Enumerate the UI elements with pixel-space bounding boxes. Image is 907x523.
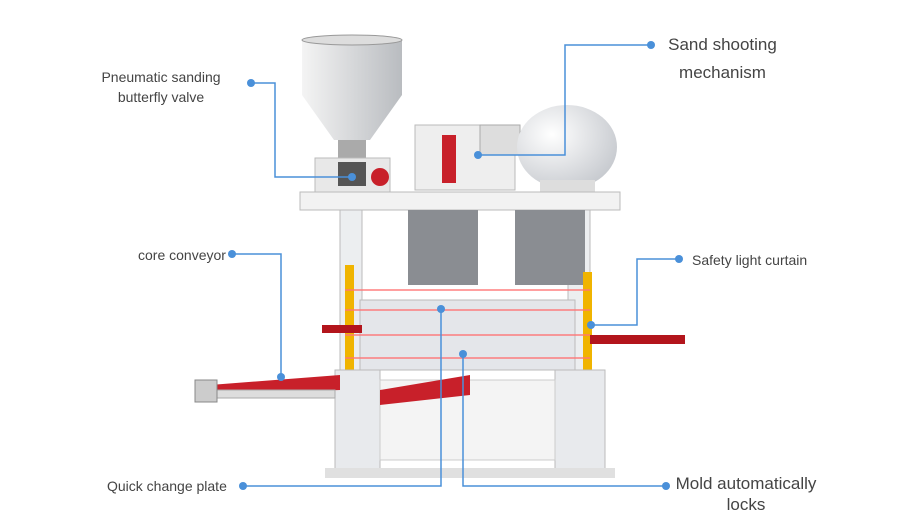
label-core-conveyor: core conveyor <box>138 247 226 263</box>
label-safety-curtain: Safety light curtain <box>692 252 808 268</box>
label-quick-change-plate: Quick change plate <box>107 478 227 494</box>
machine-frame <box>299 191 685 478</box>
sand-shooting-unit <box>414 105 617 198</box>
sand-hopper <box>301 34 403 194</box>
label-sand-shooting: Sand shooting mechanism <box>660 31 785 87</box>
label-line: mechanism <box>679 63 766 82</box>
label-pneumatic-valve: Pneumatic sanding butterfly valve <box>100 67 222 107</box>
label-line: butterfly valve <box>117 89 205 105</box>
label-line: Sand shooting <box>668 35 777 54</box>
label-mold-locks: Mold automatically locks <box>671 473 821 515</box>
label-line: Pneumatic sanding <box>101 69 221 85</box>
callout-lines <box>232 44 679 487</box>
core-conveyor-belt <box>194 375 340 403</box>
label-line: Mold automatically <box>675 474 817 493</box>
label-line: locks <box>726 495 766 514</box>
callout-dots <box>228 41 683 490</box>
